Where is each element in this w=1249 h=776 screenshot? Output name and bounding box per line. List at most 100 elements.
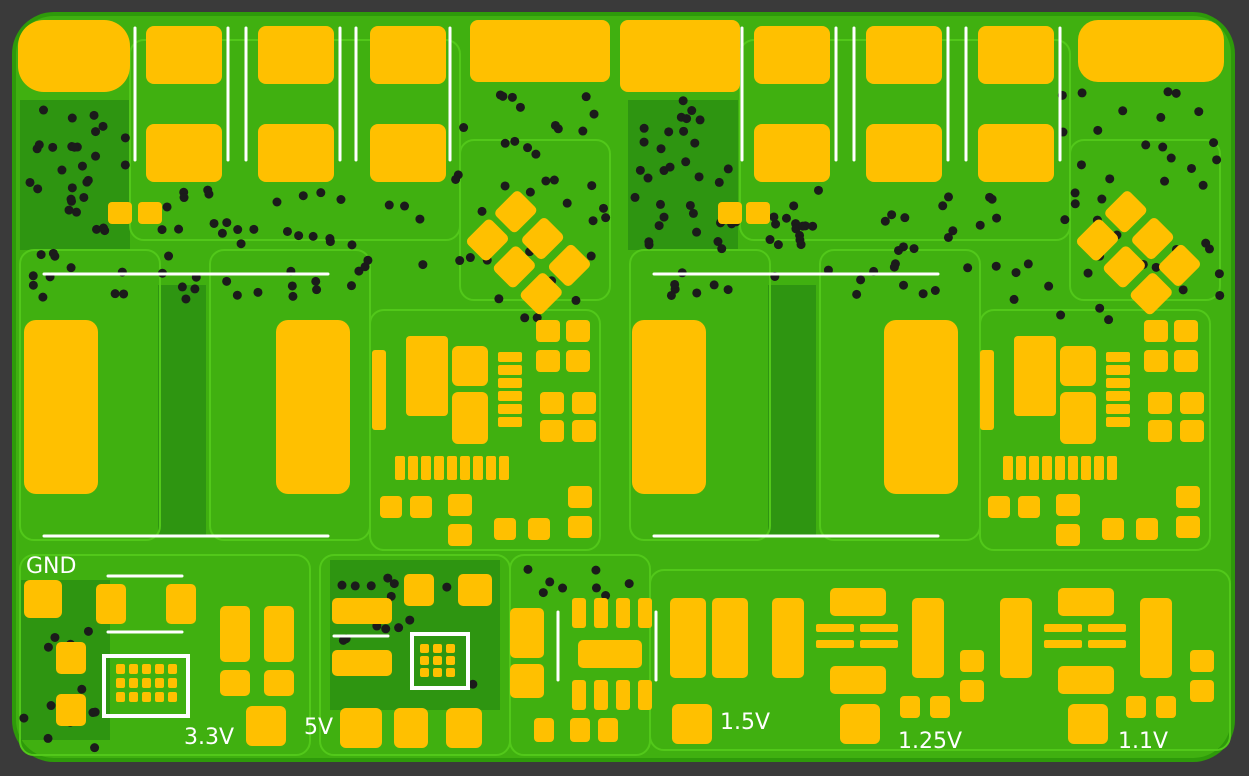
pad [1140, 598, 1172, 678]
via [948, 226, 958, 236]
via [938, 201, 948, 211]
via [665, 162, 675, 172]
pad [380, 496, 402, 518]
via [553, 124, 563, 134]
pad [594, 598, 608, 628]
via [28, 271, 38, 281]
via [987, 194, 997, 204]
pad [410, 496, 432, 518]
pad [1003, 456, 1013, 480]
pad [980, 350, 994, 430]
via [1214, 269, 1224, 279]
via [656, 144, 666, 154]
trace-outline [629, 249, 771, 541]
via [1166, 153, 1176, 163]
pad [473, 456, 483, 480]
pad [1042, 456, 1052, 480]
pad [470, 20, 610, 82]
via [98, 121, 108, 131]
via [644, 237, 654, 247]
via [312, 285, 322, 295]
via [91, 151, 101, 161]
via [692, 227, 702, 237]
via [366, 581, 376, 591]
pad [1107, 456, 1117, 480]
pad [1106, 365, 1130, 375]
ground-region [20, 100, 130, 250]
pad [108, 202, 132, 224]
via [77, 684, 87, 694]
via [1056, 310, 1066, 320]
via [25, 177, 35, 187]
via [389, 579, 399, 589]
via [381, 624, 391, 634]
via [288, 291, 298, 301]
via [177, 282, 187, 292]
pad [866, 124, 942, 182]
pad [494, 518, 516, 540]
pad [1136, 518, 1158, 540]
pad [528, 518, 550, 540]
via [581, 92, 591, 102]
pad [395, 456, 405, 480]
pad [540, 420, 564, 442]
pad [1144, 320, 1168, 342]
pad [1126, 696, 1146, 718]
via [500, 181, 510, 191]
via [400, 201, 410, 211]
pad [448, 524, 472, 546]
via [1070, 199, 1080, 209]
via [852, 289, 862, 299]
via [468, 679, 478, 689]
pad [452, 346, 488, 386]
via [664, 127, 674, 137]
via [90, 707, 100, 717]
pad [638, 680, 652, 710]
via [1093, 125, 1103, 135]
pad [522, 218, 564, 260]
via [639, 137, 649, 147]
via [532, 313, 542, 323]
trace-outline [979, 309, 1211, 551]
via [66, 263, 76, 273]
silkscreen-lines [42, 26, 1062, 718]
capacitor-cluster [466, 191, 591, 315]
via [337, 580, 347, 590]
pad [129, 692, 138, 702]
via [713, 237, 723, 247]
pad [746, 202, 770, 224]
via [687, 106, 697, 116]
via [350, 581, 360, 591]
pad [830, 588, 886, 616]
pad [1102, 518, 1124, 540]
via [48, 142, 58, 152]
via [308, 231, 318, 241]
pad [1106, 404, 1130, 414]
via [38, 292, 48, 302]
via [666, 290, 676, 300]
smd-pads [18, 20, 1224, 748]
label-1v25: 1.25V [898, 729, 962, 754]
pad [1029, 456, 1039, 480]
pad [258, 124, 334, 182]
via [515, 102, 525, 112]
pad [332, 598, 392, 624]
via [1023, 259, 1033, 269]
via [69, 142, 79, 152]
via [459, 123, 469, 133]
pad [1000, 598, 1032, 678]
via [558, 583, 568, 593]
pad [510, 664, 544, 698]
via [723, 285, 733, 295]
via [249, 224, 259, 234]
pad [1158, 244, 1201, 287]
via [346, 281, 356, 291]
via [963, 263, 973, 273]
pad [168, 692, 177, 702]
via [311, 276, 321, 286]
via [943, 192, 953, 202]
via [688, 208, 698, 218]
via [83, 626, 93, 636]
pad [594, 680, 608, 710]
